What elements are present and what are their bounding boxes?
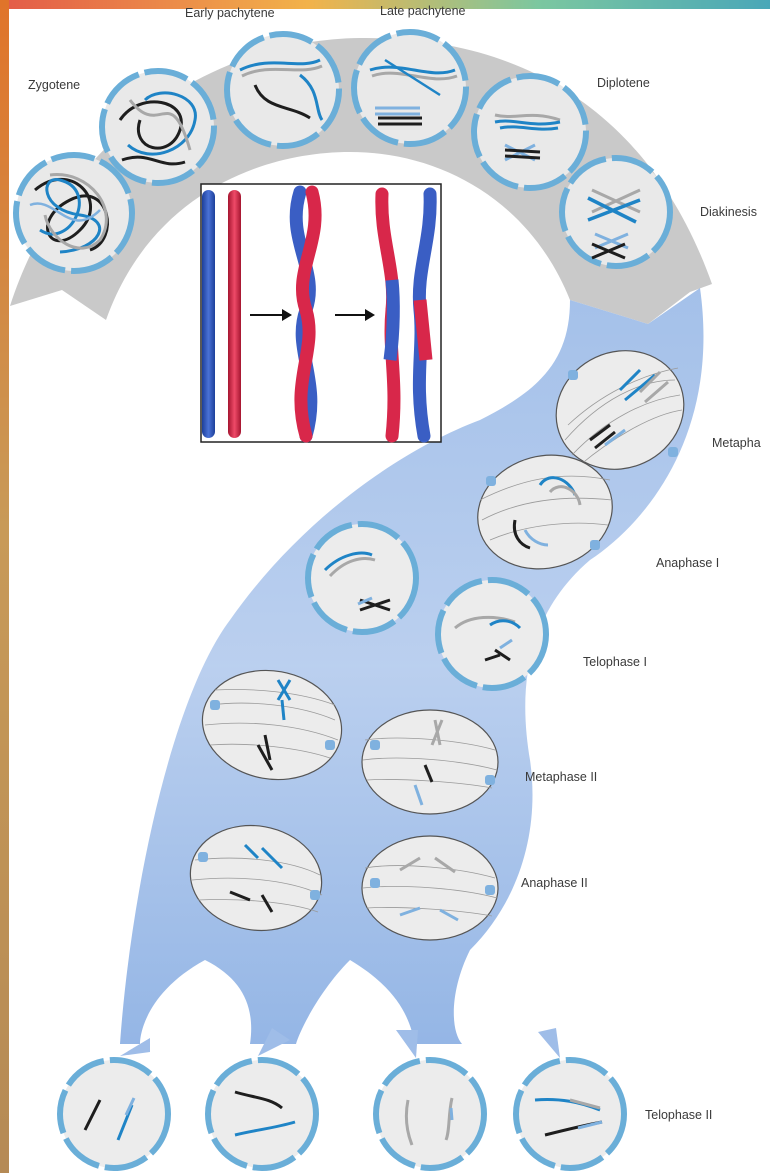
label-diplotene: Diplotene — [597, 76, 650, 90]
label-metaphase-1: Metapha — [712, 436, 761, 450]
nucleus-zygotene — [16, 155, 132, 271]
label-anaphase-2: Anaphase II — [521, 876, 588, 890]
label-zygotene: Zygotene — [28, 78, 80, 92]
label-telophase-2: Telophase II — [645, 1108, 712, 1122]
chromatid-red — [228, 190, 241, 438]
chromatid-blue — [202, 190, 215, 438]
nucleus-late-pachytene — [354, 32, 466, 144]
label-late-pachytene: Late pachytene — [380, 4, 466, 18]
nucleus-telophase-2d — [516, 1060, 624, 1168]
flow-arrow-icon — [396, 1030, 418, 1058]
nucleus-zygotene-2 — [102, 71, 214, 183]
nucleus-diakinesis — [562, 158, 670, 266]
nucleus-early-pachytene — [227, 34, 339, 146]
label-diakinesis: Diakinesis — [700, 205, 757, 219]
label-early-pachytene: Early pachytene — [185, 6, 275, 20]
flow-arrow-icon — [538, 1028, 560, 1058]
label-telophase-1: Telophase I — [583, 655, 647, 669]
left-color-strip — [0, 0, 9, 1173]
nucleus-telophase-1b — [438, 580, 546, 688]
nucleus-telophase-2b — [208, 1060, 316, 1168]
nucleus-diplotene — [474, 76, 586, 188]
nucleus-telophase-2a — [60, 1060, 168, 1168]
cell-anaphase-2b — [362, 836, 498, 940]
label-anaphase-1: Anaphase I — [656, 556, 719, 570]
cell-metaphase-2b — [362, 710, 498, 814]
nucleus-telophase-2c — [376, 1060, 484, 1168]
label-metaphase-2: Metaphase II — [525, 770, 597, 784]
nucleus-telophase-1a — [308, 524, 416, 632]
crossover-inset — [201, 184, 441, 442]
